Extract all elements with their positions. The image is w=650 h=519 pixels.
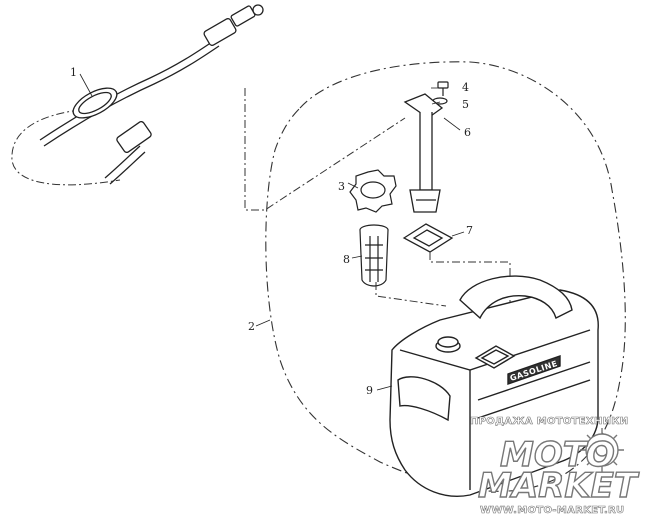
- strainer-cap-part-3: [349, 169, 397, 213]
- watermark-logo-line2: MARKET: [478, 466, 640, 506]
- watermark-top-text: ПРОДАЖА МОТОТЕХНИКИ: [470, 416, 628, 427]
- gasket-part-7: [402, 223, 454, 253]
- callout-1: 1: [70, 66, 77, 79]
- gear-icon: [580, 428, 624, 472]
- screw-part-4: [437, 81, 449, 96]
- hose-route-dashed: [244, 88, 406, 211]
- hose-loop-dashed: [11, 109, 121, 186]
- filter-part-8: [359, 224, 389, 287]
- watermark-logo-line1: МОТО: [500, 435, 615, 475]
- callout-5: 5: [462, 98, 469, 111]
- callout-7: 7: [466, 224, 473, 237]
- watermark-url: WWW.MOTO-MARKET.RU: [480, 505, 624, 516]
- callout-6: 6: [464, 126, 471, 139]
- callout-8: 8: [343, 253, 350, 266]
- callout-3: 3: [338, 180, 345, 193]
- fuel-tank-part-9: [389, 275, 599, 497]
- callout-2: 2: [248, 320, 255, 333]
- watermark: ПРОДАЖА МОТОТЕХНИКИ МОТО MARKET WWW.MOTO…: [470, 416, 641, 517]
- callout-4: 4: [462, 81, 469, 94]
- callout-9: 9: [366, 384, 373, 397]
- callouts: [79, 73, 465, 391]
- fuel-hose-assembly: [39, 4, 264, 185]
- filter-route-dashed: [375, 282, 447, 307]
- fuel-gauge-part-6: [403, 93, 444, 213]
- assembly-outline-2: [265, 61, 626, 492]
